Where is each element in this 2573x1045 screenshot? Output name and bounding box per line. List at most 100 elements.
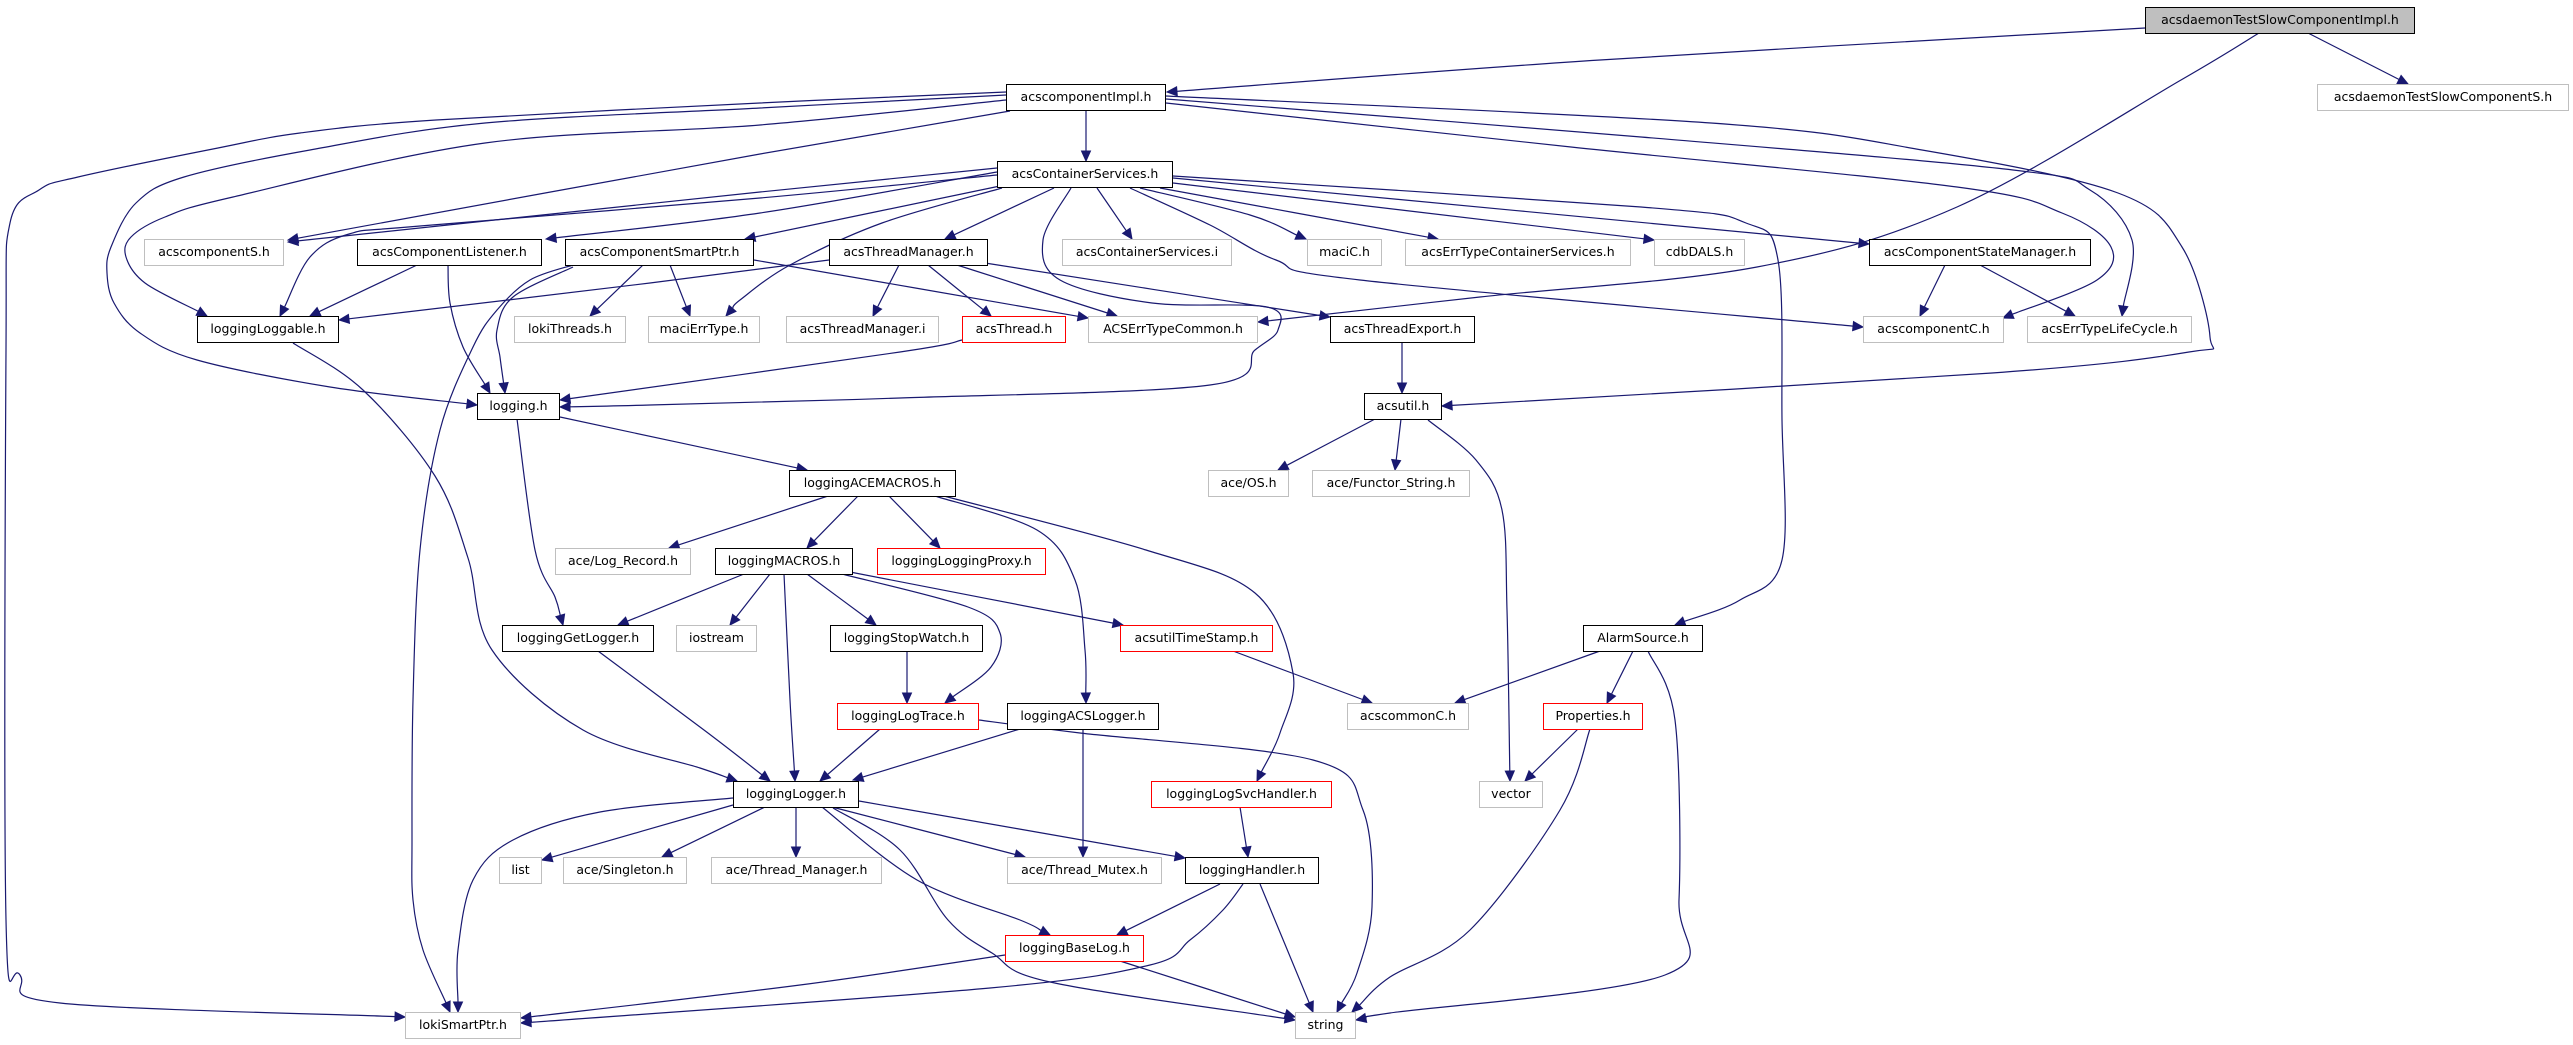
arrowhead-icon — [589, 304, 602, 317]
graph-node-acsdaemontestslowcomponents-h: acsdaemonTestSlowComponentS.h — [2317, 84, 2569, 111]
arrowhead-icon — [944, 692, 957, 704]
graph-node-acsutil-h[interactable]: acsutil.h — [1364, 393, 1442, 420]
graph-node-loggingacslogger-h[interactable]: loggingACSLogger.h — [1007, 703, 1159, 730]
graph-node-lokithreads-h: lokiThreads.h — [514, 316, 626, 343]
node-label: ace/Thread_Mutex.h — [1021, 862, 1148, 878]
arrowhead-icon — [498, 381, 509, 395]
dependency-edge — [516, 418, 561, 616]
graph-node-logginglogger-h[interactable]: loggingLogger.h — [733, 781, 859, 808]
dependency-edge — [1531, 728, 1579, 775]
node-label: acsutilTimeStamp.h — [1134, 630, 1259, 646]
graph-node-list: list — [499, 857, 542, 884]
node-label: loggingLoggingProxy.h — [891, 553, 1032, 569]
dependency-edge — [1176, 27, 2146, 92]
arrowhead-icon — [1115, 925, 1129, 936]
dependency-edge — [1464, 650, 1601, 701]
dependency-edge — [1125, 883, 1221, 932]
graph-node-ace-functor-string-h: ace/Functor_String.h — [1312, 470, 1470, 497]
graph-node-alarmsource-h[interactable]: AlarmSource.h — [1583, 625, 1703, 652]
dependency-edge — [348, 259, 830, 320]
node-label: acsThreadManager.h — [843, 244, 974, 260]
graph-node-acscomponentstatemanager-h[interactable]: acsComponentStateManager.h — [1869, 239, 2091, 266]
graph-node-loggingacemacros-h[interactable]: loggingACEMACROS.h — [789, 470, 956, 497]
graph-node-acscomponents-h: acscomponentS.h — [144, 239, 284, 266]
graph-node-acsdaemontestslowcomponentimpl-h: acsdaemonTestSlowComponentImpl.h — [2145, 7, 2415, 34]
dependency-edge — [1119, 960, 1286, 1015]
dependency-edge — [754, 185, 1001, 238]
node-label: acsErrTypeContainerServices.h — [1421, 244, 1615, 260]
graph-node-acserrtypecontainerservices-h: acsErrTypeContainerServices.h — [1405, 239, 1631, 266]
dependency-edge — [1159, 187, 1429, 238]
arrowhead-icon — [864, 614, 877, 626]
arrowhead-icon — [1304, 1000, 1314, 1014]
graph-node-logginghandler-h[interactable]: loggingHandler.h — [1185, 857, 1319, 884]
arrowhead-icon — [558, 401, 571, 413]
graph-node-acsutiltimestamp-h[interactable]: acsutilTimeStamp.h — [1120, 625, 1273, 652]
dependency-edge — [1395, 418, 1402, 461]
node-label: iostream — [689, 630, 744, 646]
graph-node-acscomponentc-h: acscomponentC.h — [1863, 316, 2004, 343]
graph-node-loggingmacros-h[interactable]: loggingMACROS.h — [715, 548, 853, 575]
graph-node-ace-os-h: ace/OS.h — [1208, 470, 1289, 497]
dependency-edge — [1172, 182, 1645, 240]
dependency-edge — [984, 262, 1321, 317]
dependency-edge — [832, 807, 1286, 1020]
node-label: ace/Thread_Manager.h — [725, 862, 868, 878]
node-label: acsThreadManager.i — [799, 321, 926, 337]
arrowhead-icon — [465, 398, 479, 410]
graph-node-logginglogsvchandler-h[interactable]: loggingLogSvcHandler.h — [1151, 781, 1332, 808]
graph-node-loggingbaselog-h[interactable]: loggingBaseLog.h — [1005, 935, 1144, 962]
graph-node-acscomponentimpl-h[interactable]: acscomponentImpl.h — [1006, 84, 1166, 111]
graph-node-acscomponentlistener-h[interactable]: acsComponentListener.h — [357, 239, 542, 266]
dependency-edge — [318, 264, 418, 313]
arrowhead-icon — [286, 235, 299, 247]
arrowhead-icon — [872, 304, 883, 318]
arrowhead-icon — [681, 304, 692, 318]
graph-node-logging-h[interactable]: logging.h — [477, 393, 560, 420]
arrowhead-icon — [1256, 315, 1269, 327]
graph-node-acsthreadmanager-h[interactable]: acsThreadManager.h — [829, 239, 988, 266]
graph-node-acscontainerservices-h[interactable]: acsContainerServices.h — [997, 161, 1173, 188]
arrowhead-icon — [1642, 233, 1656, 245]
graph-node-acsthread-h[interactable]: acsThread.h — [962, 316, 1066, 343]
arrowhead-icon — [1919, 304, 1930, 318]
node-label: acsutil.h — [1376, 398, 1430, 414]
node-label: logging.h — [489, 398, 548, 414]
graph-node-lokismartptr-h: lokiSmartPtr.h — [405, 1012, 521, 1039]
dependency-edge — [1923, 264, 1946, 308]
node-label: list — [511, 862, 530, 878]
graph-node-macierrtype-h: maciErrType.h — [648, 316, 760, 343]
dependency-edge — [1259, 883, 1310, 1004]
dependency-edge — [1267, 32, 2260, 322]
graph-node-properties-h[interactable]: Properties.h — [1543, 703, 1643, 730]
graph-node-vector: vector — [1479, 781, 1543, 808]
arrowhead-icon — [1396, 382, 1408, 395]
arrowhead-icon — [558, 393, 572, 404]
arrowhead-icon — [540, 852, 554, 863]
arrowhead-icon — [1294, 229, 1308, 240]
dependency-edge — [530, 954, 1006, 1018]
graph-node-ace-log-record-h: ace/Log_Record.h — [555, 548, 691, 575]
dependency-edge — [1239, 806, 1247, 848]
graph-node-logginglogtrace-h[interactable]: loggingLogTrace.h — [837, 703, 979, 730]
graph-node-loggingstopwatch-h[interactable]: loggingStopWatch.h — [830, 625, 983, 652]
graph-node-loggingloggable-h[interactable]: loggingLoggable.h — [197, 316, 339, 343]
dependency-edge — [1286, 418, 1376, 466]
dependency-edge — [124, 99, 1007, 312]
dependency-edge — [559, 416, 798, 469]
graph-node-acsthreadexport-h[interactable]: acsThreadExport.h — [1330, 316, 1475, 343]
arrowhead-icon — [979, 305, 992, 317]
graph-node-logginggetlogger-h[interactable]: loggingGetLogger.h — [502, 625, 654, 652]
graph-node-acscomponentsmartptr-h[interactable]: acsComponentSmartPtr.h — [565, 239, 754, 266]
arrowhead-icon — [790, 846, 802, 859]
graph-node-acscommonc-h: acscommonC.h — [1347, 703, 1469, 730]
dependency-edge — [735, 573, 771, 618]
node-label: acscomponentC.h — [1877, 321, 1990, 337]
graph-node-loggingloggingproxy-h[interactable]: loggingLoggingProxy.h — [877, 548, 1046, 575]
arrowhead-icon — [1121, 227, 1133, 240]
arrowhead-icon — [1283, 1008, 1297, 1019]
node-label: cdbDALS.h — [1665, 244, 1734, 260]
arrowhead-icon — [729, 613, 741, 626]
